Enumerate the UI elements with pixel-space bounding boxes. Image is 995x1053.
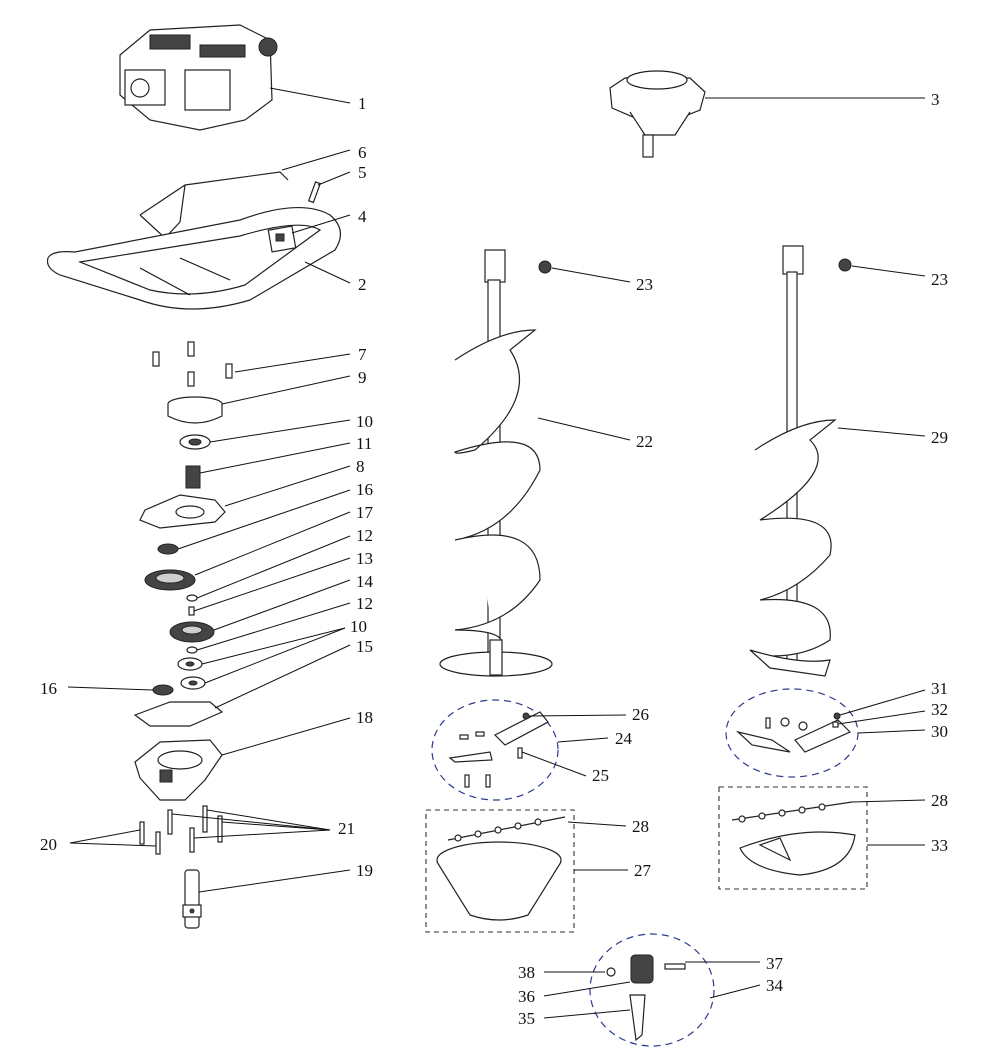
part-auger-22 xyxy=(439,249,553,677)
label-20: 20 xyxy=(40,835,57,854)
part-gear-17 xyxy=(144,569,196,591)
part-blade-kit-24 xyxy=(448,711,549,788)
part-throttle-trigger xyxy=(267,225,297,253)
part-nut-32 xyxy=(832,721,839,728)
label-12a: 12 xyxy=(356,526,373,545)
label-12b: 12 xyxy=(356,594,373,613)
part-guard-33 xyxy=(731,801,856,876)
part-blade-kit-30 xyxy=(735,717,852,753)
label-38: 38 xyxy=(518,963,535,982)
label-9: 9 xyxy=(358,368,367,387)
part-engine xyxy=(119,24,278,131)
label-1: 1 xyxy=(358,94,367,113)
part-washer-12a xyxy=(186,594,198,602)
label-23a: 23 xyxy=(636,275,653,294)
label-10a: 10 xyxy=(356,412,373,431)
part-ring xyxy=(167,396,223,424)
label-17: 17 xyxy=(356,503,374,522)
label-32: 32 xyxy=(931,700,948,719)
label-24: 24 xyxy=(615,729,633,748)
part-drive-shaft xyxy=(182,869,202,929)
part-bolts-20-21 xyxy=(139,805,223,855)
part-nut-26 xyxy=(522,712,530,720)
label-16b: 16 xyxy=(40,679,57,698)
label-8: 8 xyxy=(356,457,365,476)
part-handle xyxy=(46,207,341,310)
part-bolt-25 xyxy=(517,747,523,759)
group-guard-33 xyxy=(718,786,868,890)
label-13: 13 xyxy=(356,549,373,568)
label-10b: 10 xyxy=(350,617,367,636)
label-22: 22 xyxy=(636,432,653,451)
part-bearing-16 xyxy=(157,543,179,555)
label-36: 36 xyxy=(518,987,535,1006)
label-23b: 23 xyxy=(931,270,948,289)
label-28b: 28 xyxy=(931,791,948,810)
part-gear-14 xyxy=(169,621,215,643)
part-screw-23b xyxy=(838,258,852,272)
label-19: 19 xyxy=(356,861,373,880)
label-29: 29 xyxy=(931,428,948,447)
label-34: 34 xyxy=(766,976,784,995)
part-gear-cover xyxy=(139,494,226,529)
part-gasket xyxy=(133,701,224,727)
part-screws-7 xyxy=(152,341,233,387)
label-35: 35 xyxy=(518,1009,535,1028)
label-25: 25 xyxy=(592,766,609,785)
group-point-kit-34 xyxy=(589,933,715,1047)
group-blade-kit-24 xyxy=(431,699,559,801)
label-21: 21 xyxy=(338,819,355,838)
label-2: 2 xyxy=(358,275,367,294)
label-4: 4 xyxy=(358,207,367,226)
label-11: 11 xyxy=(356,434,372,453)
part-pin xyxy=(307,181,322,204)
label-28a: 28 xyxy=(632,817,649,836)
part-rod xyxy=(139,171,289,239)
label-26: 26 xyxy=(632,705,649,724)
part-guard-27 xyxy=(436,816,566,921)
label-7: 7 xyxy=(358,345,367,364)
label-14: 14 xyxy=(356,572,374,591)
part-bearings-10b xyxy=(177,657,206,690)
part-point-kit-34 xyxy=(606,954,686,1042)
part-key xyxy=(188,606,195,616)
part-adapter-housing xyxy=(609,70,706,158)
label-27: 27 xyxy=(634,861,652,880)
label-31: 31 xyxy=(931,679,948,698)
label-37: 37 xyxy=(766,954,784,973)
part-gear-housing xyxy=(134,739,223,801)
part-washer-12b xyxy=(186,646,198,654)
group-guard-27 xyxy=(425,809,575,933)
part-pinion xyxy=(185,465,201,489)
label-6: 6 xyxy=(358,143,367,162)
label-15: 15 xyxy=(356,637,373,656)
label-5: 5 xyxy=(358,163,367,182)
label-33: 33 xyxy=(931,836,948,855)
label-3: 3 xyxy=(931,90,940,109)
part-auger-29 xyxy=(749,245,837,677)
label-30: 30 xyxy=(931,722,948,741)
part-screw-23a xyxy=(538,260,552,274)
part-screw-31 xyxy=(833,712,841,720)
label-16a: 16 xyxy=(356,480,373,499)
part-bearing-16b xyxy=(152,684,174,696)
part-bearing-10 xyxy=(179,434,211,450)
label-18: 18 xyxy=(356,708,373,727)
